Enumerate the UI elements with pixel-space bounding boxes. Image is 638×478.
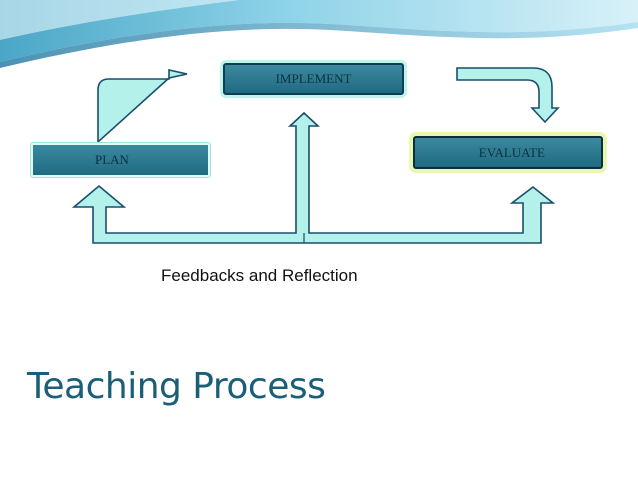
arrow-feedback-loop xyxy=(71,111,556,244)
feedback-label: Feedbacks and Reflection xyxy=(161,266,358,285)
node-evaluate-label: EVALUATE xyxy=(478,144,545,160)
node-implement: IMPLEMENT xyxy=(223,63,404,95)
node-plan-label: PLAN xyxy=(95,152,129,167)
arrow-implement-to-evaluate xyxy=(456,67,560,124)
arrow-plan-to-implement xyxy=(97,69,188,144)
slide-title: Teaching Process xyxy=(27,366,326,407)
node-plan: PLAN xyxy=(31,143,210,177)
node-evaluate: EVALUATE xyxy=(413,136,603,169)
node-implement-label: IMPLEMENT xyxy=(275,71,352,86)
header-swoosh xyxy=(0,0,638,68)
